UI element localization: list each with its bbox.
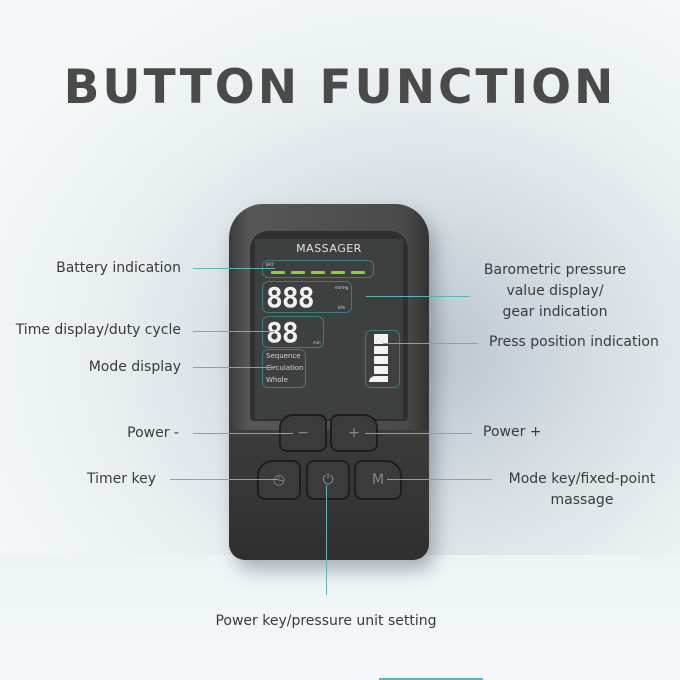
- callout-battery: Battery indication: [56, 260, 181, 276]
- position-segment: [374, 356, 388, 364]
- callout-pressure: Barometric pressure value display/ gear …: [470, 260, 640, 323]
- power-button[interactable]: ⏻: [306, 460, 350, 500]
- mode-sequence: Sequence: [266, 352, 301, 360]
- plus-icon: +: [348, 425, 360, 441]
- display-bezel: MASSAGER BAT 888 mmHg kPa 88 min Sequenc…: [250, 231, 408, 421]
- time-unit: min: [313, 340, 321, 345]
- callout-mode-key: Mode key/fixed-point massage: [502, 469, 662, 511]
- brand-label: MASSAGER: [296, 242, 362, 255]
- callout-line-power-key: [326, 485, 327, 595]
- time-digits: 88: [266, 316, 299, 349]
- callout-line-time: [193, 331, 275, 332]
- callout-time: Time display/duty cycle: [15, 322, 181, 338]
- callout-pressure-line2: value display/: [506, 283, 604, 299]
- position-segment: [374, 334, 388, 344]
- battery-segment: [291, 271, 305, 274]
- mode-icon: M: [371, 472, 385, 488]
- battery-label: BAT: [266, 262, 274, 267]
- power-icon: ⏻: [322, 472, 334, 488]
- callout-press-position: Press position indication: [489, 334, 659, 350]
- position-segment: [374, 346, 388, 354]
- callout-pressure-line1: Barometric pressure: [483, 262, 627, 278]
- pressure-display: 888 mmHg kPa: [262, 281, 352, 314]
- callout-line-mode-display: [193, 367, 275, 368]
- time-display: 88 min: [262, 316, 324, 349]
- callout-line-battery: [193, 268, 275, 269]
- mode-circulation: Circulation: [266, 364, 304, 372]
- callout-power-minus: Power -: [127, 425, 179, 441]
- callout-mode-key-line1: Mode key/fixed-point: [508, 471, 656, 487]
- callout-line-power-minus: [193, 433, 293, 434]
- callout-line-press-position: [383, 343, 478, 344]
- callout-line-pressure: [366, 296, 470, 297]
- callout-mode-key-line2: massage: [550, 492, 614, 508]
- callout-power-key: Power key/pressure unit setting: [215, 613, 437, 629]
- callout-power-plus: Power +: [483, 424, 542, 440]
- lcd-screen: MASSAGER BAT 888 mmHg kPa 88 min Sequenc…: [255, 239, 403, 419]
- bottom-accent-bar: [379, 678, 483, 680]
- battery-indicator: BAT: [262, 260, 374, 278]
- timer-button[interactable]: ◷: [257, 460, 301, 500]
- callout-line-power-plus: [365, 433, 472, 434]
- battery-segment: [331, 271, 345, 274]
- battery-segment: [351, 271, 365, 274]
- background-surface: [0, 555, 680, 680]
- callout-line-timer: [170, 479, 278, 480]
- page-title: BUTTON FUNCTION: [63, 60, 617, 115]
- position-segment: [374, 366, 388, 374]
- battery-segment: [311, 271, 325, 274]
- mode-whole: Whole: [266, 376, 288, 384]
- callout-pressure-line3: gear indication: [502, 304, 608, 320]
- callout-line-mode-key: [387, 479, 492, 480]
- pressure-digits: 888: [266, 281, 315, 314]
- pressure-unit-mmhg: mmHg: [335, 285, 349, 290]
- massager-device: MASSAGER BAT 888 mmHg kPa 88 min Sequenc…: [229, 204, 429, 560]
- callout-timer: Timer key: [87, 471, 156, 487]
- press-position-display: [365, 330, 400, 388]
- pressure-unit-kpa: kPa: [338, 305, 345, 310]
- position-segment-foot: [369, 376, 388, 382]
- battery-segment: [271, 271, 285, 274]
- mode-button[interactable]: M: [354, 460, 402, 500]
- mode-display: Sequence Circulation Whole: [262, 349, 306, 388]
- callout-mode-display: Mode display: [88, 359, 181, 375]
- minus-icon: −: [297, 425, 309, 441]
- timer-icon: ◷: [272, 472, 286, 488]
